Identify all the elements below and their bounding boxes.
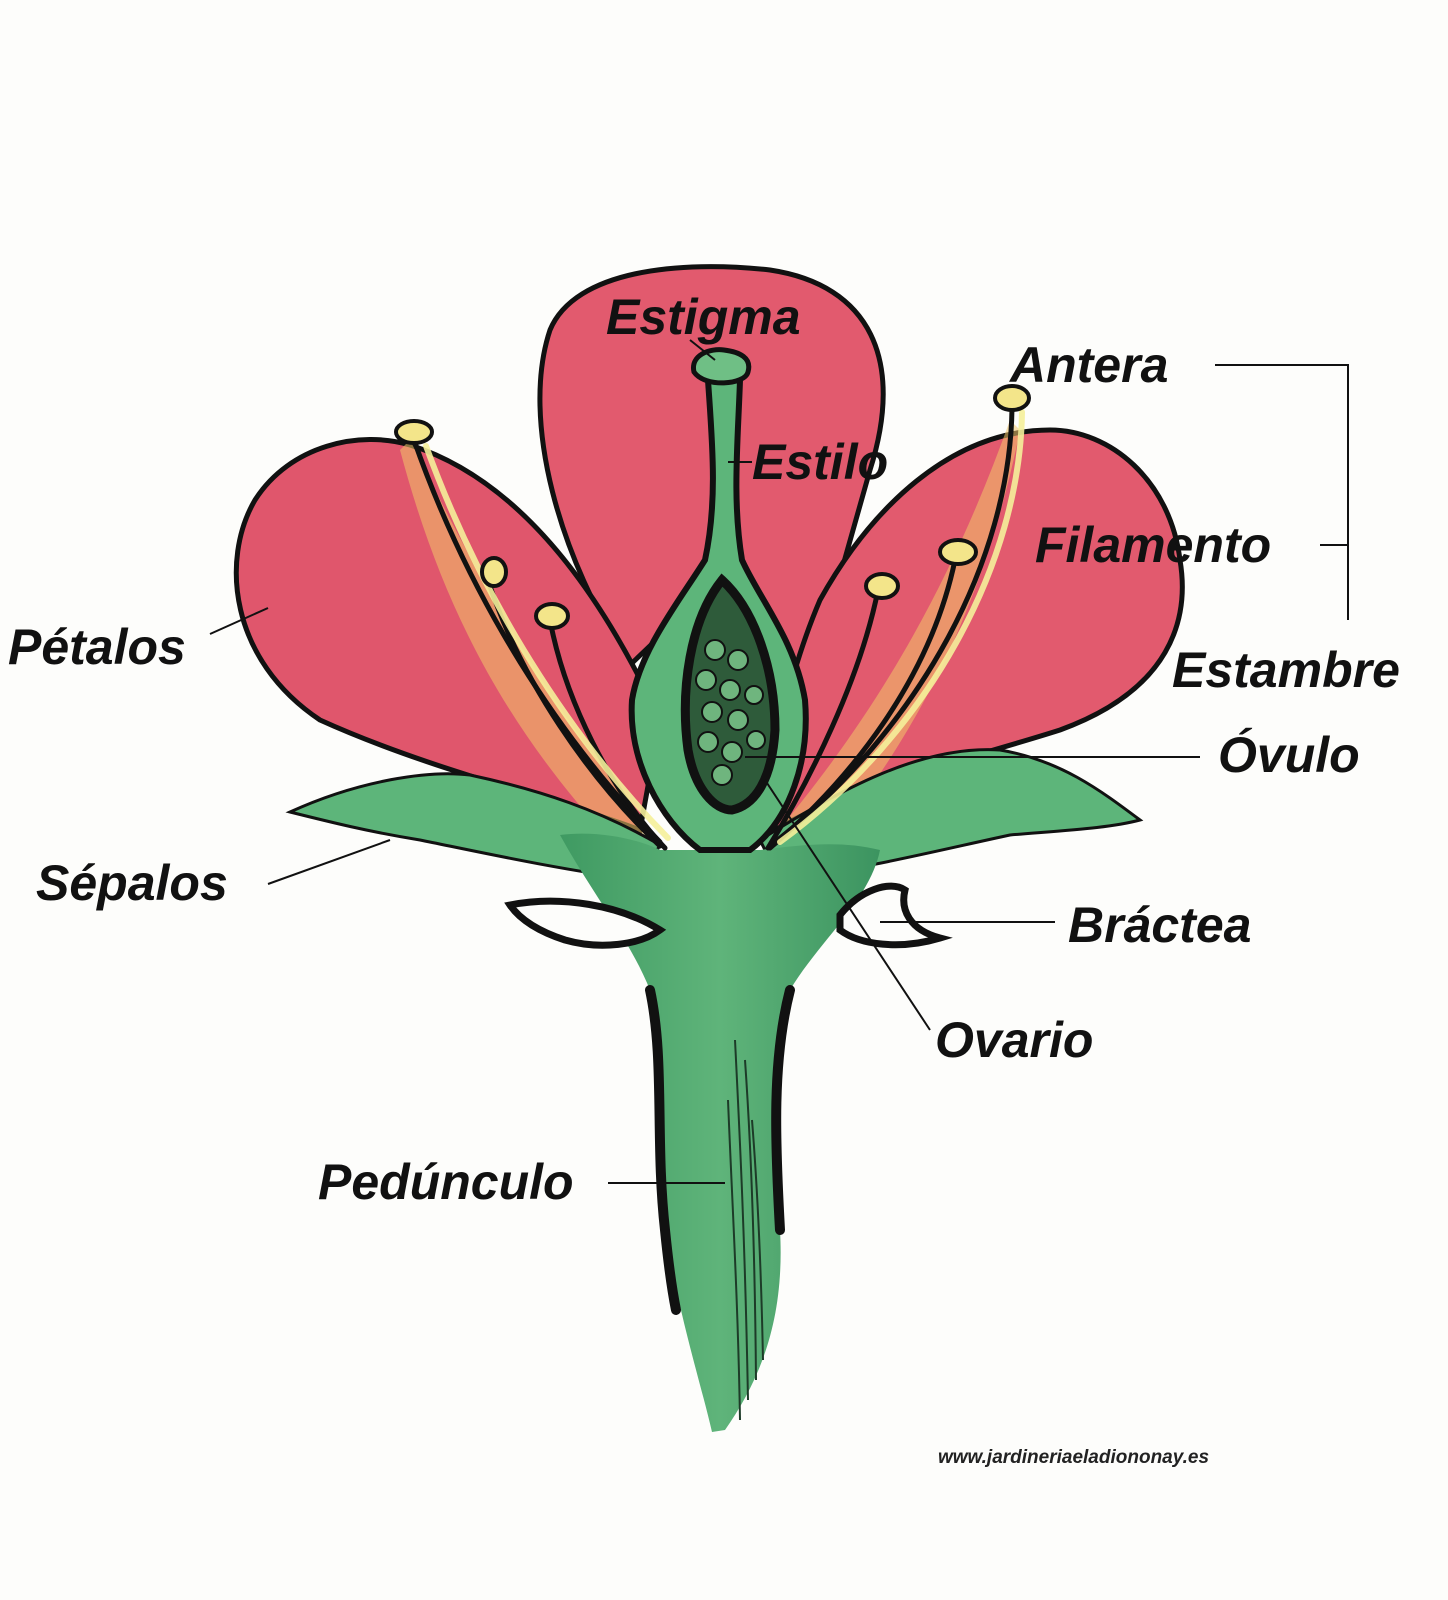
label-petalos: Pétalos — [8, 619, 186, 675]
website-credit: www.jardineriaeladiononay.es — [938, 1447, 1210, 1468]
label-ovario: Ovario — [935, 1012, 1094, 1068]
stigma — [691, 347, 752, 386]
label-filamento: Filamento — [1035, 517, 1272, 573]
left-stamen-glow — [400, 440, 660, 840]
label-antera: Antera — [1010, 337, 1169, 393]
right-stamen-glow — [770, 420, 1020, 840]
label-ovulo: Óvulo — [1218, 727, 1360, 783]
label-bractea: Bráctea — [1068, 897, 1252, 953]
label-sepalos: Sépalos — [36, 855, 228, 911]
stem-outline-left — [645, 985, 681, 1315]
stem — [560, 833, 880, 1432]
label-estambre: Estambre — [1172, 642, 1400, 698]
label-estigma: Estigma — [606, 289, 801, 345]
label-pedunculo: Pedúnculo — [318, 1154, 574, 1210]
leader-lines — [209, 339, 1349, 1184]
stem-outline-right — [771, 985, 795, 1235]
label-estilo: Estilo — [752, 434, 889, 490]
stem-fibres — [727, 1039, 764, 1421]
filament-highlights — [423, 409, 1025, 845]
ovules — [695, 639, 766, 786]
left-bract — [504, 897, 667, 949]
anthers — [394, 384, 1031, 630]
